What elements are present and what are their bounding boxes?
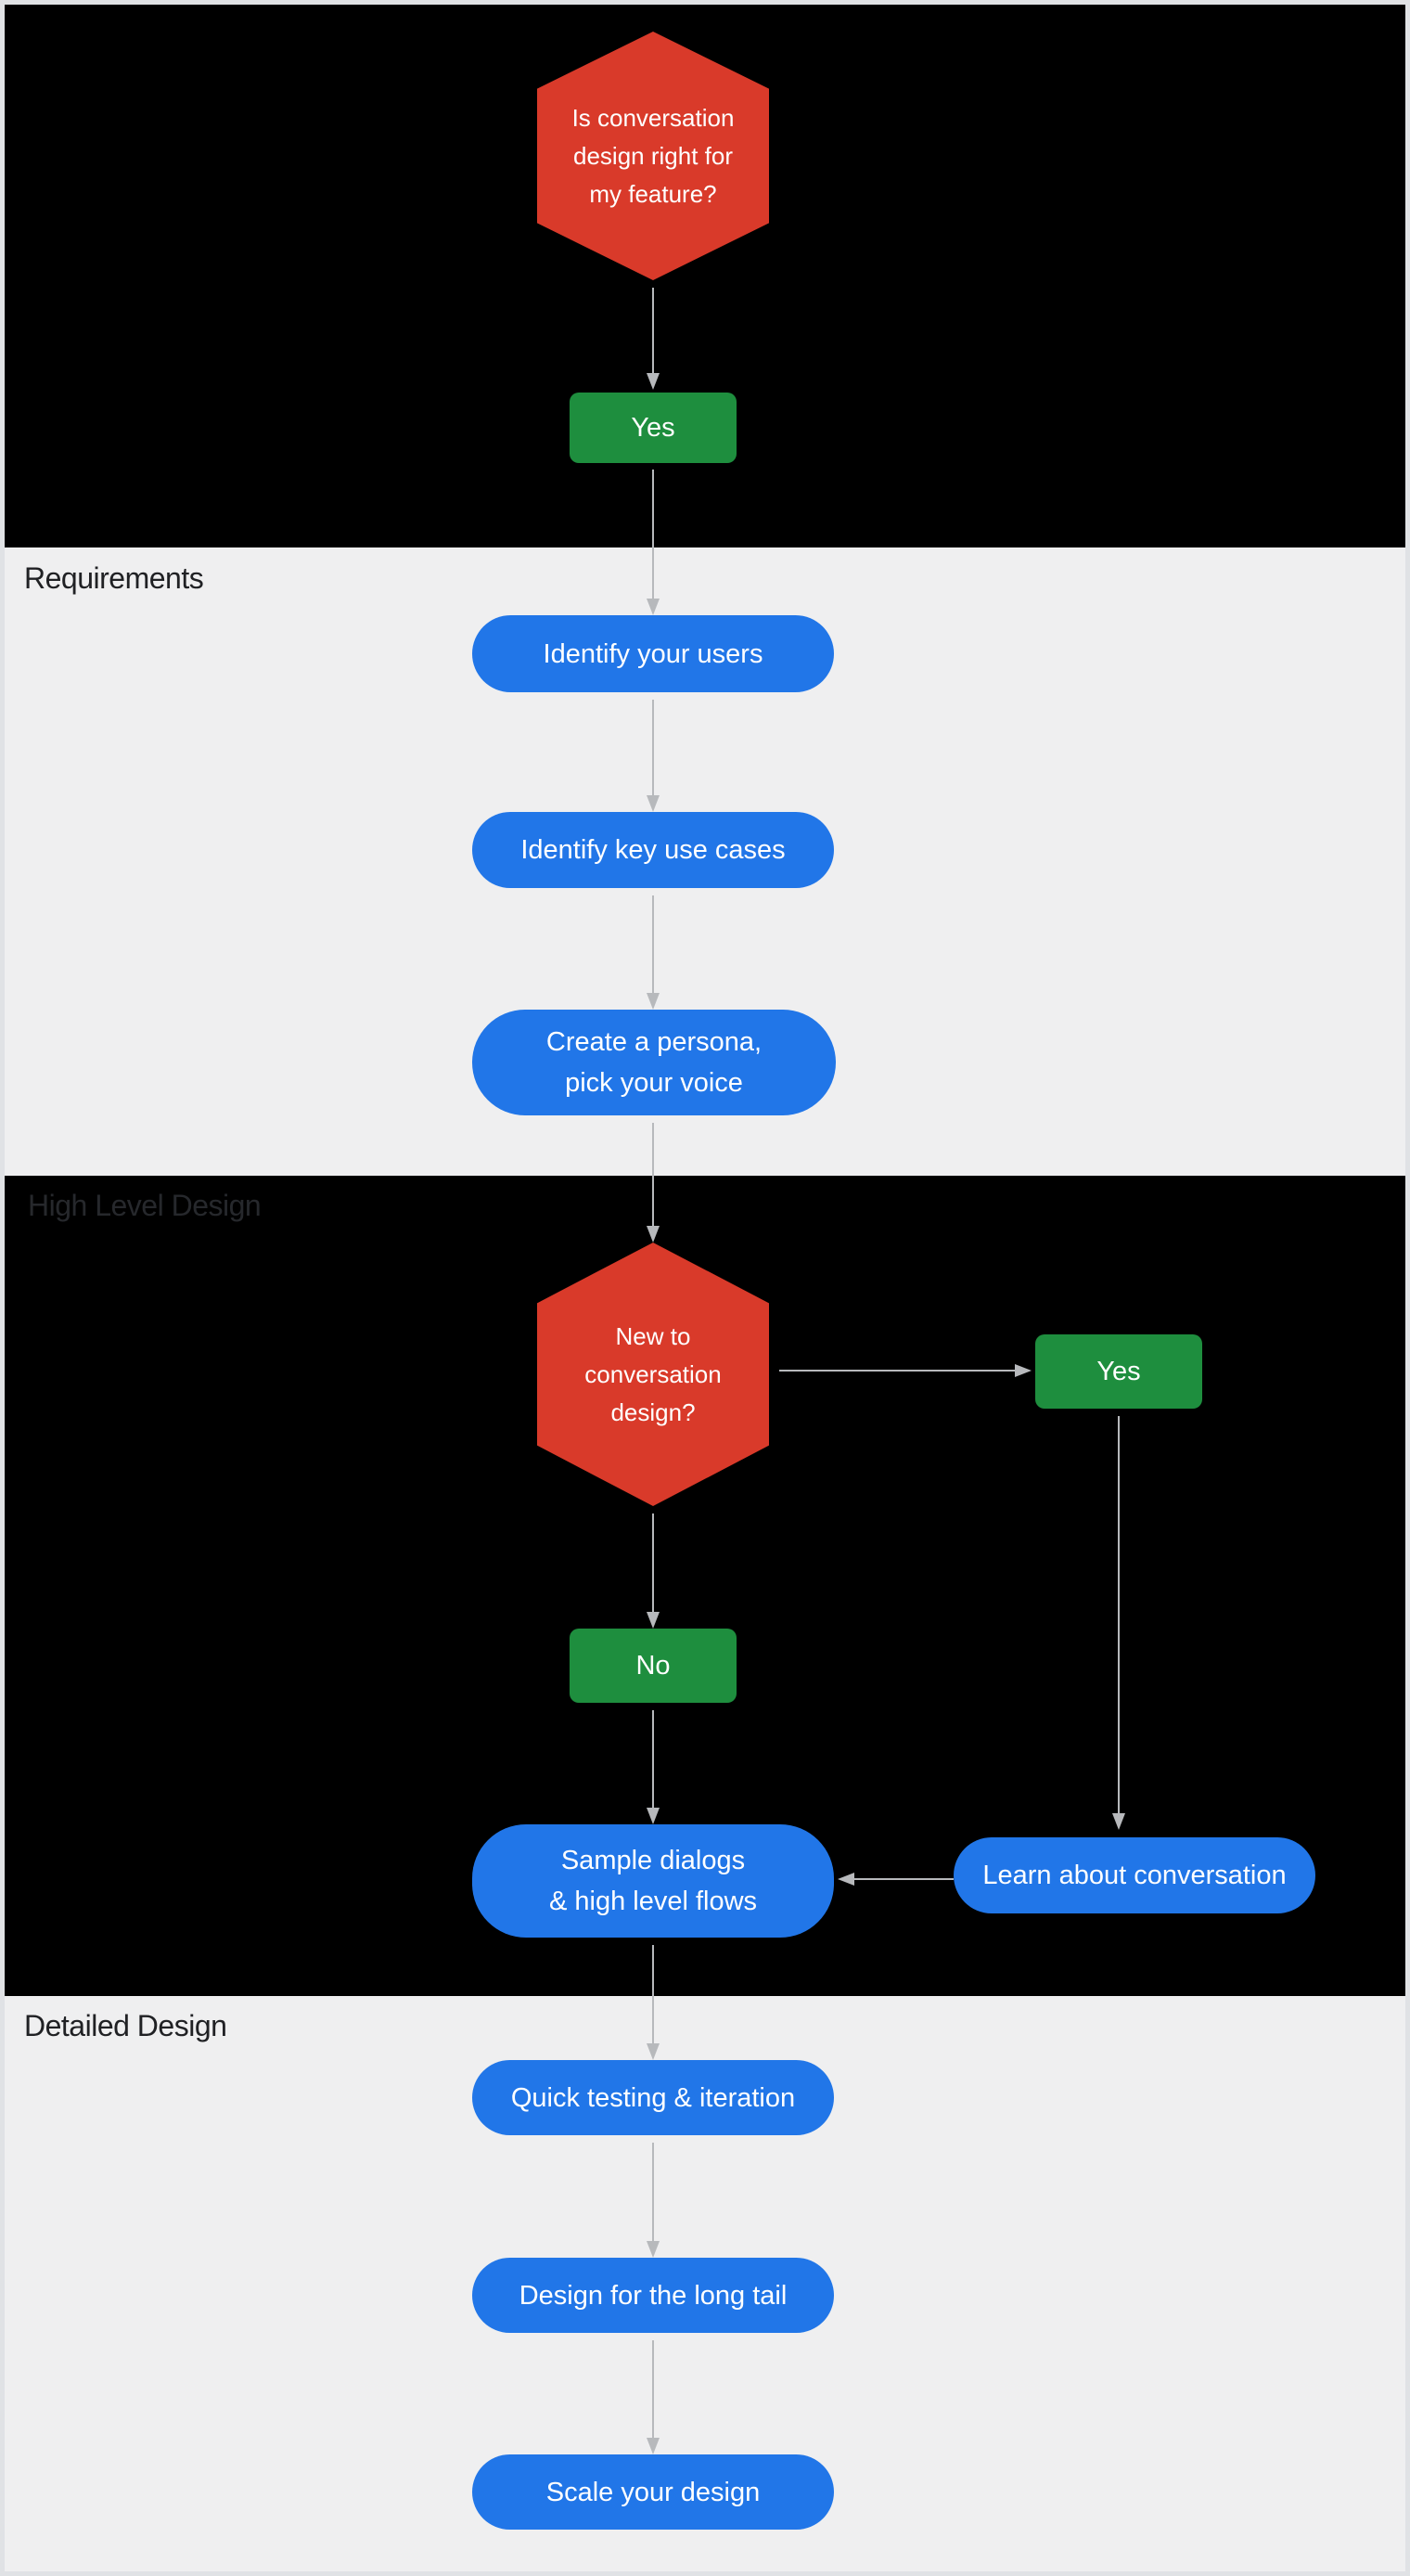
section-label-requirements: Requirements — [24, 561, 204, 595]
answer-yes-new-to-cd: Yes — [1035, 1334, 1202, 1409]
step-identify-key-use-cases: Identify key use cases — [472, 812, 834, 888]
answer-no-new-to-cd: No — [570, 1629, 737, 1703]
step-identify-your-users: Identify your users — [472, 615, 834, 692]
step-quick-testing-iteration: Quick testing & iteration — [472, 2060, 834, 2135]
section-label-detailed-design: Detailed Design — [24, 2009, 227, 2042]
step-create-persona-pick-voice: Create a persona, pick your voice — [472, 1010, 836, 1115]
step-design-for-the-long-tail: Design for the long tail — [472, 2258, 834, 2333]
decision-new-to-conversation-design: New to conversation design? — [537, 1243, 769, 1506]
step-scale-your-design: Scale your design — [472, 2454, 834, 2530]
answer-yes-feature-fit: Yes — [570, 393, 737, 463]
step-sample-dialogs-high-level-flows: Sample dialogs & high level flows — [472, 1824, 834, 1938]
step-learn-about-conversation: Learn about conversation — [954, 1837, 1315, 1913]
decision-is-conversation-design-right: Is conversation design right for my feat… — [537, 32, 769, 280]
section-label-high-level-design: High Level Design — [28, 1189, 262, 1222]
